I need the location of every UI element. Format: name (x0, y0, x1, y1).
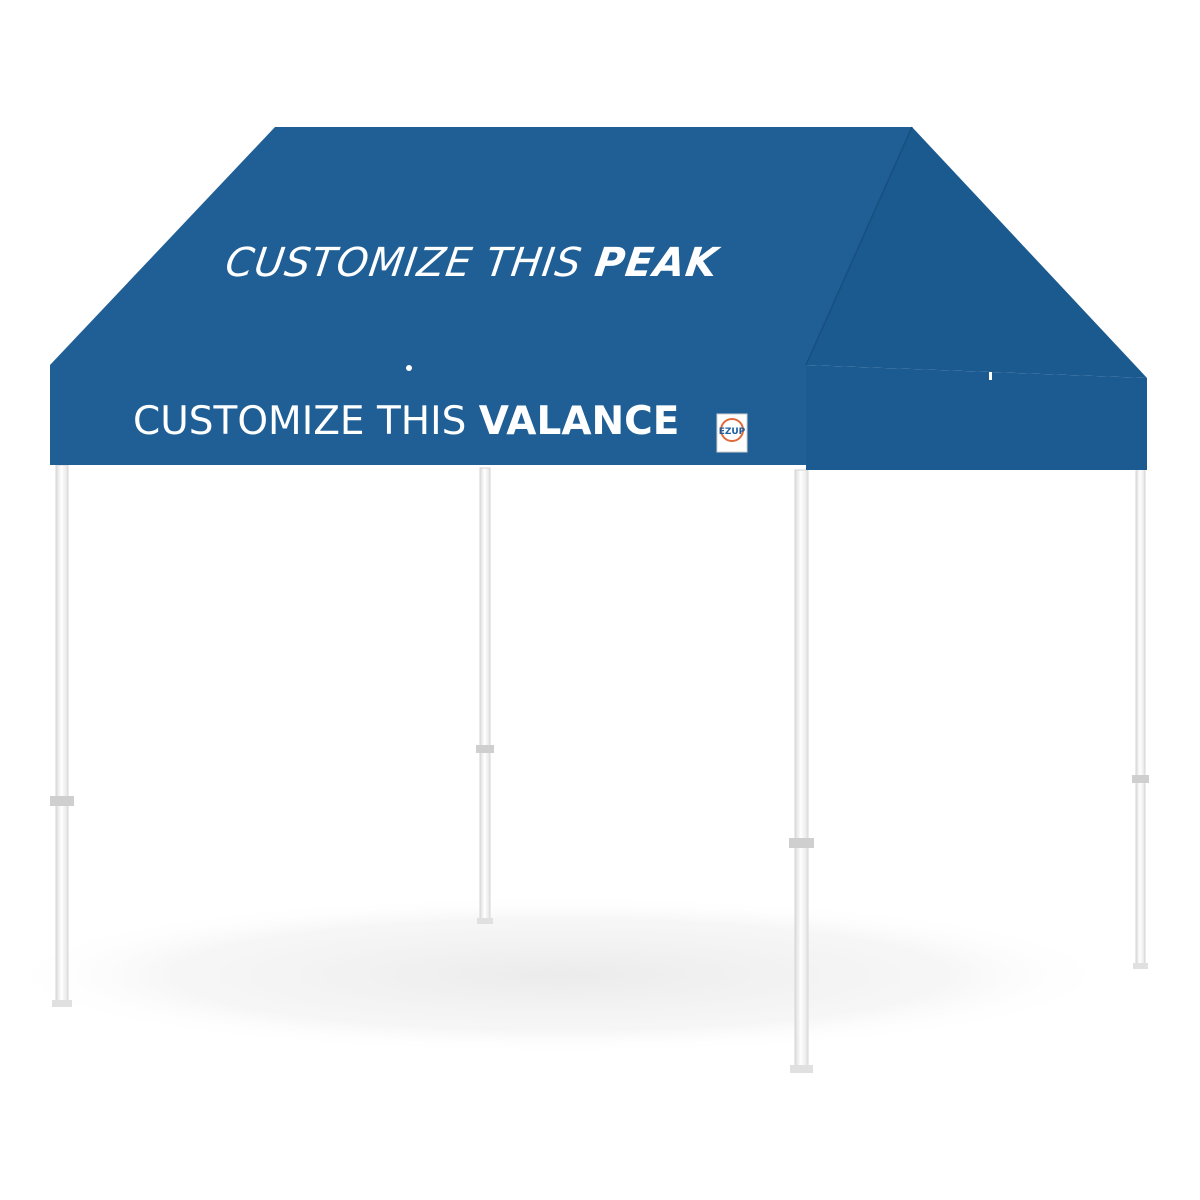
canopy-peak-front (50, 127, 912, 365)
ezup-logo: EZUP (716, 413, 748, 453)
pole-front-right (789, 469, 814, 1073)
svg-text:EZUP: EZUP (719, 427, 746, 437)
canopy-peak-side (806, 127, 1147, 378)
valance-side (806, 365, 1147, 470)
pole-back-left (476, 467, 494, 924)
grommet-side (989, 372, 992, 380)
pole-front-left (50, 464, 74, 1007)
canopy-ridge (805, 126, 913, 366)
ground-shadow (0, 895, 1120, 1055)
grommet-front (406, 365, 412, 371)
valance-front (50, 365, 806, 465)
valance-text: CUSTOMIZE THIS VALANCE (133, 399, 679, 444)
peak-text: CUSTOMIZE THIS PEAK (223, 240, 723, 286)
pole-back-right (1132, 397, 1149, 969)
